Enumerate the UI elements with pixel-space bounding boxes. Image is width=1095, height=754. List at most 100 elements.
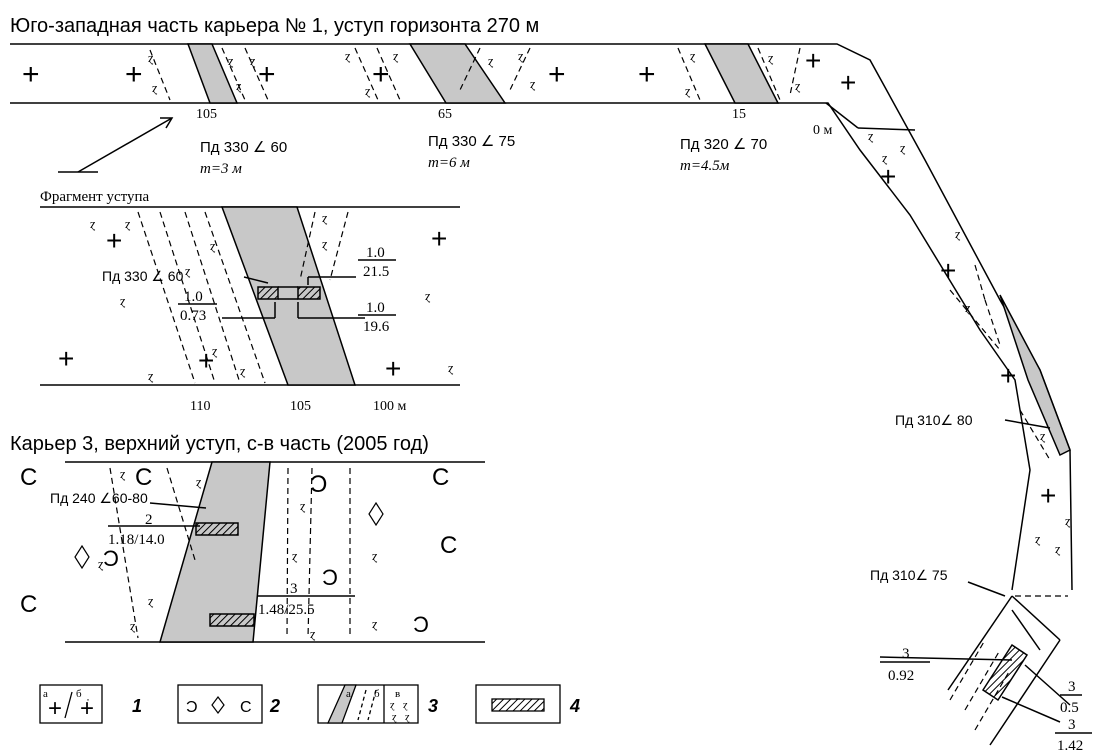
svg-text:ɀ: ɀ	[390, 699, 395, 711]
svg-text:ɀ: ɀ	[768, 50, 774, 65]
svg-text:ɀ: ɀ	[405, 711, 410, 723]
svg-text:ɀ: ɀ	[365, 83, 371, 98]
diamond-symbol	[211, 696, 225, 714]
fragment-sample-2-den: 0.73	[180, 308, 206, 324]
svg-text:ɀ: ɀ	[212, 343, 218, 358]
zone-1-strike: Пд 330 ∠ 60	[200, 139, 287, 156]
svg-text:ɀ: ɀ	[518, 48, 524, 63]
zone-3-thickness: m=4.5м	[680, 158, 730, 174]
fragment-sample-3-num: 1.0	[366, 300, 385, 316]
legend-box-2	[177, 684, 263, 724]
legend-number: 2	[269, 696, 280, 716]
svg-text:ɀ: ɀ	[965, 300, 971, 315]
legend-sub-b: б	[76, 688, 82, 700]
legend-box-4	[475, 684, 561, 724]
top-zone-labels: Пд 330 ∠ 60 m=3 м Пд 330 ∠ 75 m=6 м Пд 3…	[200, 133, 767, 177]
top-pointer-line	[77, 117, 173, 173]
legend-number: 1	[132, 696, 142, 716]
cross-symbol: +	[258, 58, 276, 91]
fragment-sample-2-num: 1.0	[184, 289, 203, 305]
svg-text:ɀ: ɀ	[196, 474, 202, 489]
legend-c-symbol: C	[240, 699, 252, 716]
station-label: 65	[438, 107, 452, 122]
karier3-strike-arrow	[149, 502, 207, 509]
svg-text:ɀ: ɀ	[90, 216, 96, 231]
svg-text:ɀ: ɀ	[292, 548, 298, 563]
svg-text:+: +	[385, 353, 401, 384]
svg-text:Ɔ: Ɔ	[322, 565, 338, 590]
right-zone-fill	[999, 294, 1071, 457]
karier3-sample-1-den: 1.18/14.0	[108, 532, 165, 548]
diamond-symbol	[74, 544, 90, 570]
right-sample-1-num: 3	[902, 646, 910, 662]
svg-text:ɀ: ɀ	[868, 128, 874, 143]
svg-text:ɀ: ɀ	[125, 216, 131, 231]
svg-text:ɀ: ɀ	[488, 53, 494, 68]
right-sample-2-num: 3	[1068, 679, 1076, 695]
zone-3-strike: Пд 320 ∠ 70	[680, 136, 767, 153]
cross-symbol: +	[22, 58, 40, 91]
svg-text:ɀ: ɀ	[685, 83, 691, 98]
cross-symbol: +	[125, 58, 143, 91]
svg-text:ɀ: ɀ	[148, 368, 154, 383]
svg-text:ɀ: ɀ	[900, 140, 906, 155]
diamond-symbol	[368, 501, 384, 527]
svg-text:+: +	[58, 343, 74, 374]
svg-text:C: C	[20, 464, 37, 491]
svg-text:ɀ: ɀ	[310, 626, 316, 641]
right-sample-3-den: 1.42	[1057, 738, 1083, 754]
svg-text:ɀ: ɀ	[882, 150, 888, 165]
svg-text:ɀ: ɀ	[300, 498, 306, 513]
svg-text:C: C	[440, 532, 457, 559]
right-sample-arrow-2	[1024, 664, 1071, 706]
legend-number: 4	[569, 696, 580, 716]
top-dashed-lines	[149, 47, 801, 101]
cross-symbol: +	[48, 695, 62, 722]
top-zone-3-fill	[703, 43, 780, 104]
legend-glyphs: а б + + · Ɔ C а б в ɀ ɀ ɀ ɀ 1 2 3 4	[43, 688, 580, 723]
svg-text:ɀ: ɀ	[448, 360, 454, 375]
svg-text:+: +	[198, 345, 214, 376]
karier3-sample-2-num: 3	[290, 581, 298, 597]
svg-text:+: +	[106, 225, 122, 256]
right-sample-1-den: 0.92	[888, 668, 914, 684]
svg-text:ɀ: ɀ	[690, 48, 696, 63]
right-sample-arrow-1	[879, 656, 1013, 661]
svg-text:ɀ: ɀ	[1065, 513, 1071, 528]
svg-text:Ɔ: Ɔ	[413, 612, 429, 637]
fragment-tick: 100 м	[373, 399, 407, 414]
fragment-sample-box-1	[257, 286, 279, 300]
cross-symbol: +	[1040, 480, 1056, 511]
svg-text:ɀ: ɀ	[322, 236, 328, 251]
svg-text:ɀ: ɀ	[250, 53, 256, 68]
svg-text:ɀ: ɀ	[1035, 531, 1041, 546]
svg-text:ɀ: ɀ	[228, 53, 234, 68]
top-title: Юго-западная часть карьера № 1, уступ го…	[10, 15, 539, 37]
karier3-zone-fill	[159, 461, 271, 643]
svg-text:ɀ: ɀ	[210, 238, 216, 253]
fragment-tick: 110	[190, 399, 210, 414]
svg-text:ɀ: ɀ	[372, 548, 378, 563]
cross-symbol: +	[372, 58, 390, 91]
fragment-section	[40, 206, 460, 386]
svg-text:ɀ: ɀ	[345, 48, 351, 63]
svg-text:Ɔ: Ɔ	[103, 546, 119, 571]
svg-text:ɀ: ɀ	[240, 363, 246, 378]
svg-text:ɀ: ɀ	[392, 711, 397, 723]
right-sample-2-den: 0.5	[1060, 700, 1079, 716]
cross-symbol: +	[940, 255, 956, 286]
svg-text:ɀ: ɀ	[130, 618, 136, 633]
top-bench-lower-line	[10, 102, 1031, 591]
fragment-strike: Пд 330 ∠ 60	[102, 268, 184, 284]
right-lower-boundary	[1011, 595, 1061, 641]
svg-text:ɀ: ɀ	[403, 699, 408, 711]
svg-text:Ɔ: Ɔ	[310, 471, 327, 498]
zone-2-strike: Пд 330 ∠ 75	[428, 133, 515, 150]
cross-symbol: +	[638, 58, 656, 91]
fragment-title: Фрагмент уступа	[40, 189, 149, 205]
svg-text:ɀ: ɀ	[393, 48, 399, 63]
karier3-sample-2-den: 1.48/25.5	[258, 602, 315, 618]
svg-text:ɀ: ɀ	[236, 78, 242, 93]
